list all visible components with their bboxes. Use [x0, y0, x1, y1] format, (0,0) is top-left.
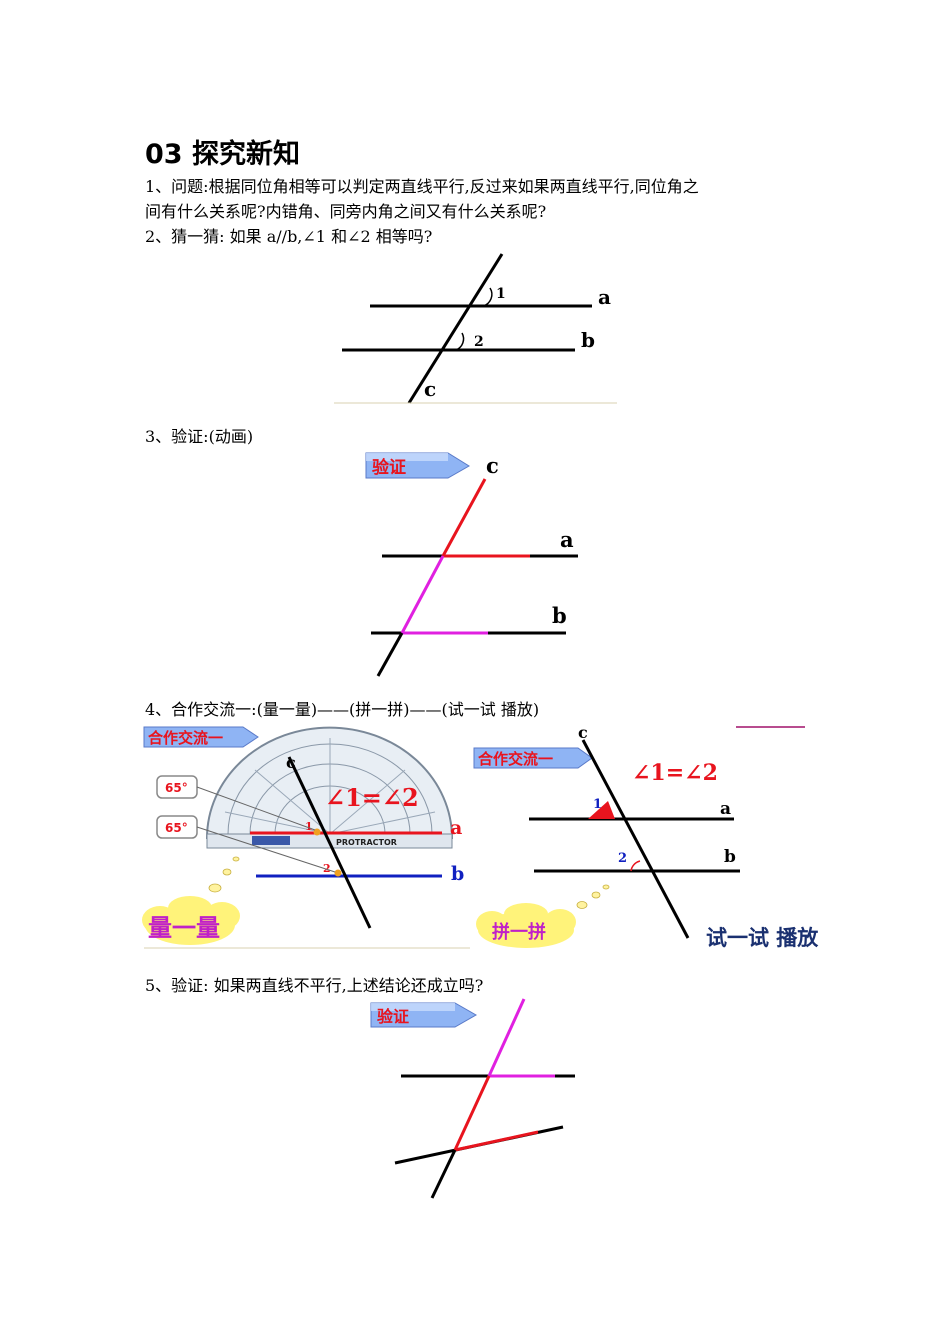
callout-65-bottom-label: 65°	[165, 821, 188, 835]
verify-button-2[interactable]: 验证	[370, 1002, 478, 1028]
section-title: 03 探究新知	[145, 139, 300, 170]
line-b-label: b	[581, 328, 595, 352]
callout-65-top-label: 65°	[165, 781, 188, 795]
angle-2-label: 2	[474, 334, 484, 350]
line-a-label: a	[598, 285, 611, 309]
question-4: 4、合作交流一:(量一量)——(拼一拼)——(试一试 播放)	[145, 700, 540, 719]
cooperation-tag-left-label: 合作交流一	[147, 729, 223, 747]
cooperation-tag-left: 合作交流一	[143, 726, 259, 748]
cloud-measure: 量一量	[142, 896, 240, 945]
verify-button[interactable]: 验证	[365, 452, 470, 479]
angle-equation: ∠1=∠2	[632, 760, 718, 786]
angle-equation: ∠1=∠2	[325, 783, 419, 812]
question-2: 2、猜一猜: 如果 a//b,∠1 和∠2 相等吗?	[145, 227, 433, 246]
angle-2-label: 2	[618, 851, 627, 866]
line-c-label: c	[286, 753, 296, 772]
play-button[interactable]: 试一试 播放	[706, 926, 819, 950]
play-button-label: 试一试 播放	[706, 926, 819, 950]
callout-65-top: 65°	[156, 775, 316, 831]
verify-button-2-label: 验证	[377, 1007, 409, 1026]
question-3: 3、验证:(动画)	[145, 427, 254, 446]
cooperation-tag-right: 合作交流一	[473, 747, 593, 769]
line-b-label: b	[724, 847, 736, 867]
line-c-label: c	[486, 453, 499, 478]
verify-button-label: 验证	[372, 457, 406, 478]
angle-2-label: 2	[323, 862, 331, 875]
protractor-label: PROTRACTOR	[336, 838, 397, 847]
line-a-label: a	[450, 817, 462, 839]
angle-1-label: 1	[496, 286, 506, 302]
cloud-measure-label: 量一量	[148, 914, 220, 942]
angle-1-label: 1	[305, 820, 313, 833]
line-a-label: a	[560, 527, 574, 552]
line-b-label: b	[451, 863, 464, 885]
callout-65-bottom: 65°	[156, 815, 336, 873]
line-a-label: a	[720, 799, 731, 819]
question-1-line-2: 间有什么关系呢?内错角、同旁内角之间又有什么关系呢?	[145, 202, 547, 221]
question-1-line-1: 1、问题:根据同位角相等可以判定两直线平行,反过来如果两直线平行,同位角之	[145, 177, 699, 196]
cloud-piece-label: 拼一拼	[492, 921, 546, 943]
line-c-label: c	[424, 377, 436, 401]
line-c-label: c	[578, 723, 588, 742]
line-b-label: b	[552, 603, 567, 628]
protractor-icon: PROTRACTOR	[205, 726, 454, 849]
question-5: 5、验证: 如果两直线不平行,上述结论还成立吗?	[145, 976, 484, 995]
cloud-piece: 拼一拼	[476, 903, 576, 948]
cooperation-tag-right-label: 合作交流一	[477, 750, 553, 768]
angle-1-label: 1	[593, 797, 602, 812]
